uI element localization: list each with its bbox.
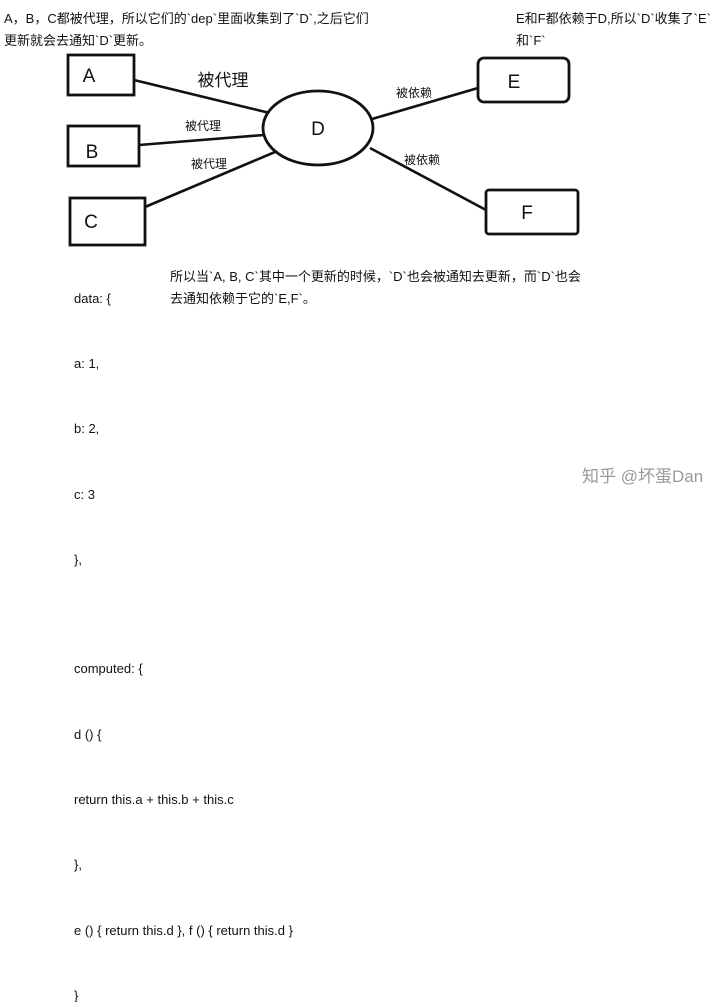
- dependency-diagram: A B C D E F 被代理 被代理 被代理 被依赖 被依赖: [66, 53, 580, 247]
- node-f-box: [484, 188, 580, 236]
- code-line: b: 2,: [74, 421, 100, 437]
- edge-a-d: [133, 78, 279, 117]
- note-top-right: E和F都依赖于D,所以`D`收集了`E` 和`F`: [516, 8, 716, 52]
- code-block: data: { a: 1, b: 2, c: 3 }, computed: { …: [74, 244, 293, 1002]
- code-line: },: [74, 857, 82, 873]
- note-top-left: A，B，C都被代理，所以它们的`dep`里面收集到了`D`,之后它们 更新就会去…: [4, 8, 424, 52]
- node-b-box: [66, 124, 141, 168]
- node-c-label: C: [84, 212, 98, 233]
- edge-b-d-label: 被代理: [185, 119, 221, 133]
- node-c-box: [68, 196, 147, 247]
- edge-a-d-label: 被代理: [198, 71, 249, 90]
- code-line: data: {: [74, 290, 111, 306]
- code-line: e () { return this.d }, f () { return th…: [74, 922, 293, 938]
- note-line: 去通知依赖于它的`E,F`。: [170, 291, 316, 306]
- node-d-ellipse: [261, 89, 375, 167]
- node-e-box: [476, 56, 571, 104]
- code-line: a: 1,: [74, 355, 100, 371]
- edge-d-e-label: 被依赖: [396, 85, 432, 100]
- note-line: E和F都依赖于D,所以`D`收集了`E`: [516, 11, 711, 26]
- note-line: 所以当`A, B, C`其中一个更新的时候，`D`也会被通知去更新，而`D`也会: [170, 269, 581, 284]
- edge-c-d: [144, 150, 276, 209]
- node-a-box: [66, 53, 136, 97]
- node-d-label: D: [311, 119, 325, 140]
- edge-b-d: [138, 133, 265, 147]
- edge-d-f: [369, 146, 487, 212]
- note-line: 和`F`: [516, 33, 546, 48]
- code-line: return this.a + this.b + this.c: [74, 791, 234, 807]
- node-a-label: A: [83, 66, 96, 87]
- code-line: c: 3: [74, 486, 95, 502]
- code-line: }: [74, 988, 79, 1002]
- edge-c-d-label: 被代理: [191, 157, 227, 171]
- note-line: 更新就会去通知`D`更新。: [4, 33, 153, 48]
- code-line: },: [74, 552, 82, 568]
- edge-d-f-label: 被依赖: [404, 152, 440, 167]
- watermark: 知乎 @坏蛋Dan: [582, 467, 704, 486]
- note-line: A，B，C都被代理，所以它们的`dep`里面收集到了`D`,之后它们: [4, 11, 369, 26]
- code-line: d () {: [74, 726, 102, 742]
- code-line: computed: {: [74, 661, 143, 677]
- edge-d-e: [371, 86, 479, 121]
- node-b-label: B: [86, 142, 99, 163]
- note-middle: 所以当`A, B, C`其中一个更新的时候，`D`也会被通知去更新，而`D`也会…: [170, 266, 581, 310]
- node-e-label: E: [508, 72, 521, 93]
- node-f-label: F: [521, 203, 533, 224]
